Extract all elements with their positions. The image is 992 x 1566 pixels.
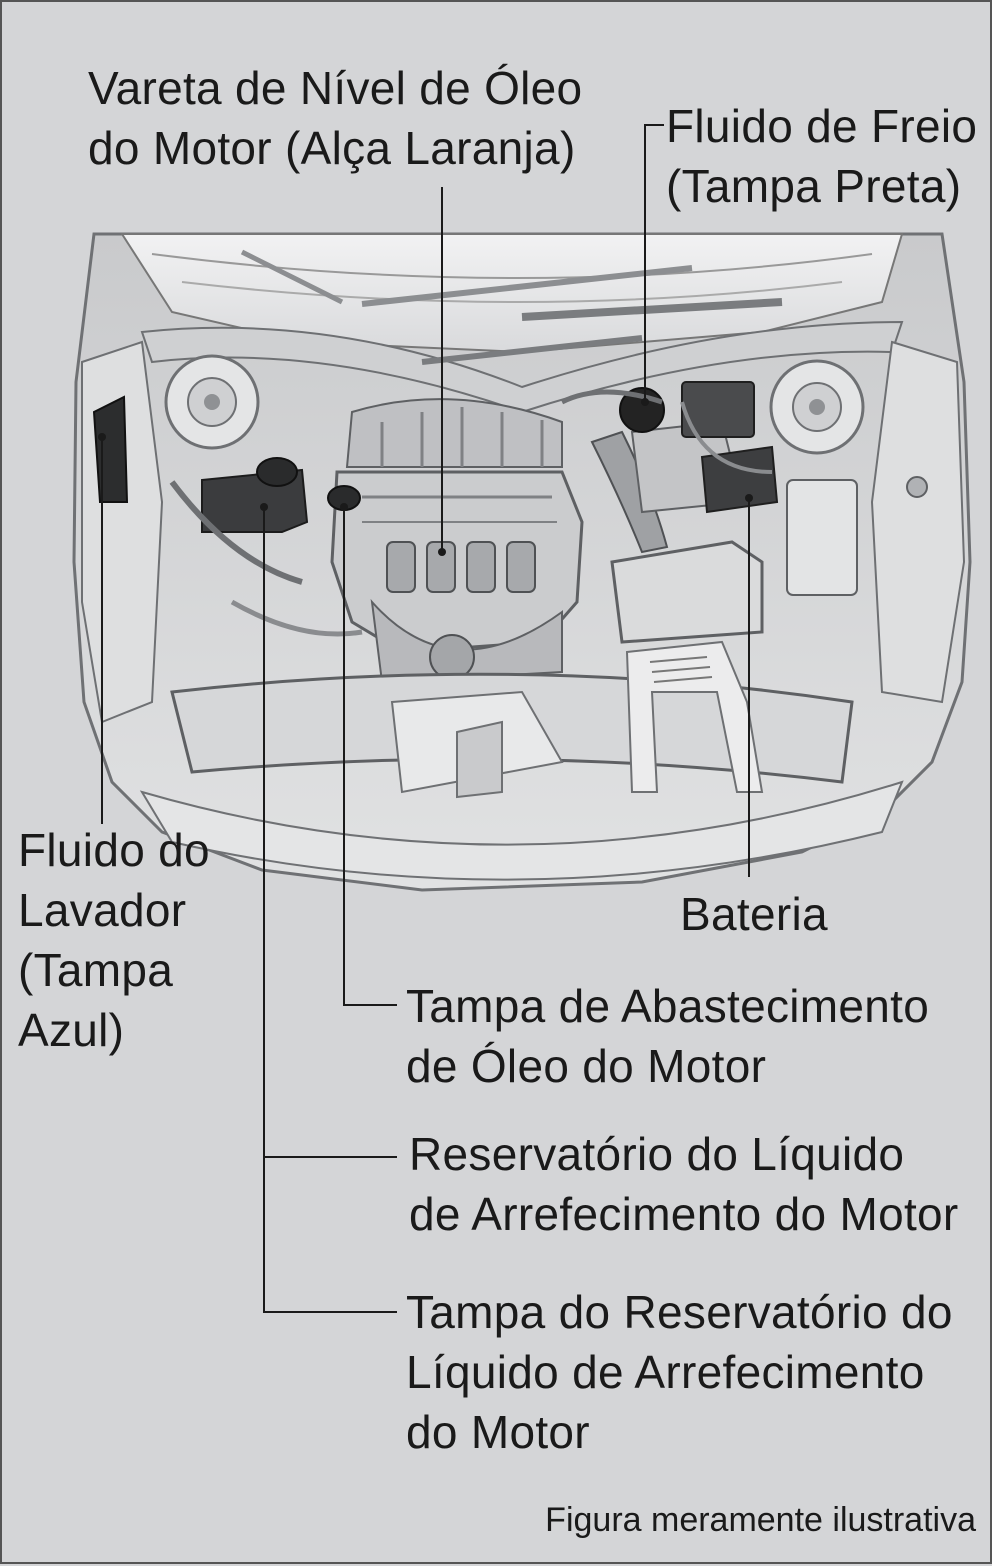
label-dipstick-line2: do Motor (Alça Laranja) — [88, 122, 576, 174]
label-oil-filler-cap: Tampa de Abastecimento de Óleo do Motor — [406, 976, 929, 1096]
battery — [681, 381, 755, 438]
label-coolant-cap: Tampa do Reservatório do Líquido de Arre… — [406, 1282, 953, 1462]
label-brake-fluid: Fluido de Freio (Tampa Preta) — [666, 96, 977, 216]
label-washer-fluid-line4: Azul) — [18, 1004, 125, 1056]
label-washer-fluid-line2: Lavador — [18, 884, 187, 936]
washer-reservoir — [92, 395, 129, 503]
label-brake-fluid-line1: Fluido de Freio — [666, 100, 978, 152]
label-washer-fluid-line3: (Tampa — [18, 944, 174, 996]
label-dipstick: Vareta de Nível de Óleo do Motor (Alça L… — [88, 58, 582, 178]
label-oil-filler-cap-line2: de Óleo do Motor — [406, 1040, 767, 1092]
fuse-box — [786, 479, 858, 596]
label-coolant-cap-line3: do Motor — [406, 1406, 590, 1458]
air-filter-box — [610, 540, 764, 644]
label-coolant-reservoir: Reservatório do Líquido de Arrefecimento… — [409, 1124, 959, 1244]
label-coolant-cap-line2: Líquido de Arrefecimento — [406, 1346, 925, 1398]
label-brake-fluid-line2: (Tampa Preta) — [666, 160, 962, 212]
label-coolant-reservoir-line1: Reservatório do Líquido — [409, 1128, 905, 1180]
label-washer-fluid: Fluido do Lavador (Tampa Azul) — [18, 820, 210, 1060]
oil-filler-cap — [327, 485, 361, 511]
label-washer-fluid-line1: Fluido do — [18, 824, 210, 876]
illustration-caption: Figura meramente ilustrativa — [545, 1501, 976, 1539]
label-coolant-cap-line1: Tampa do Reservatório do — [406, 1286, 953, 1338]
coolant-cap — [256, 457, 298, 487]
label-battery-line1: Bateria — [680, 888, 828, 940]
label-battery: Bateria — [680, 884, 828, 944]
hood — [120, 233, 904, 354]
label-oil-filler-cap-line1: Tampa de Abastecimento — [406, 980, 930, 1032]
label-coolant-reservoir-line2: de Arrefecimento do Motor — [409, 1188, 959, 1240]
label-dipstick-line1: Vareta de Nível de Óleo — [88, 62, 583, 114]
